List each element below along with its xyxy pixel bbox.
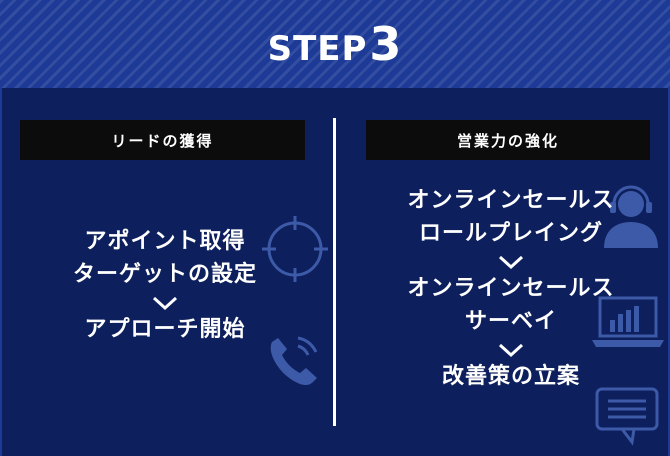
step-online-sales-2: オンラインセールス: [407, 276, 615, 301]
step-improvement-plan: 改善策の立案: [441, 364, 580, 389]
chevron-down-icon: [496, 250, 526, 272]
left-steps: アポイント取得 ターゲットの設定 アプローチ開始: [30, 225, 300, 346]
left-border: [0, 88, 2, 456]
lead-acquisition-label: リードの獲得: [20, 120, 305, 160]
step-online-sales-1: オンラインセールス: [407, 188, 615, 213]
headset-operator-icon: [604, 185, 658, 248]
right-steps: オンラインセールス ロールプレイング オンラインセールス サーベイ 改善策の立案: [366, 184, 656, 393]
step-number: 3: [369, 17, 403, 71]
phone-icon: [270, 336, 318, 386]
chevron-down-icon: [150, 291, 180, 313]
step-target-setting: ターゲットの設定: [72, 262, 257, 287]
step-approach-start: アプローチ開始: [84, 317, 246, 342]
right-border: [668, 88, 670, 456]
step-roleplay: ロールプレイング: [418, 221, 603, 246]
sales-strengthening-label: 営業力の強化: [366, 120, 650, 160]
speech-bubble-icon: [595, 387, 659, 446]
chevron-down-icon: [496, 338, 526, 360]
step-word: STEP: [267, 29, 368, 69]
step-title: STEP 3: [268, 17, 403, 71]
step-header: STEP 3: [0, 0, 670, 88]
crosshair-icon: [262, 216, 328, 282]
column-divider: [333, 118, 336, 426]
laptop-chart-icon: [592, 296, 664, 347]
step-appointment: アポイント取得: [84, 229, 246, 254]
step-survey: サーベイ: [464, 309, 557, 334]
